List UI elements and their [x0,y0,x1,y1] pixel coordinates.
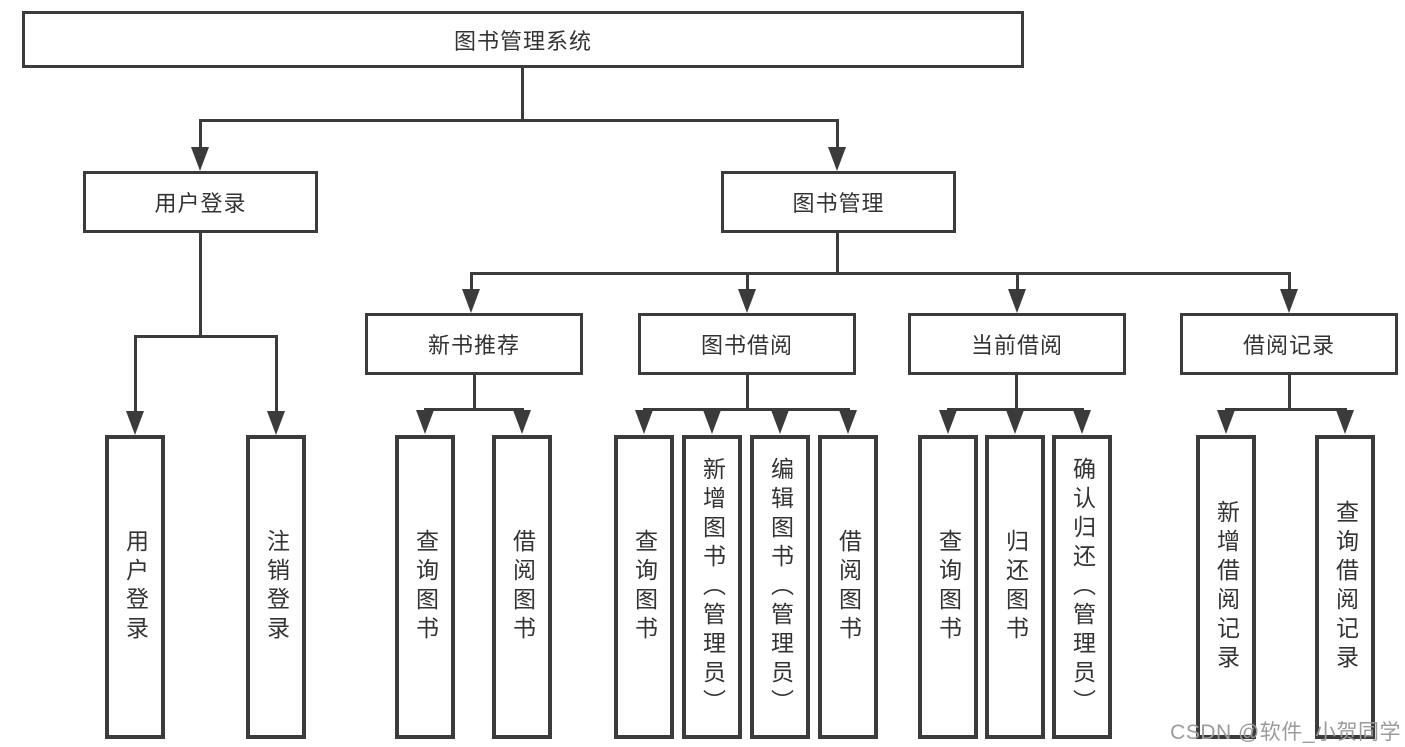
node-root: 图书管理系统 [22,11,1024,68]
connector-current-borrow-stem [1015,375,1018,409]
leaf-cb-confirm-return-admin: 确认归还（管理员） [1052,435,1112,739]
connector-drop-user-login [199,119,202,151]
leaf-label: 借阅图书 [835,529,862,645]
leaf-label: 查询图书 [935,529,962,645]
node-borrow-records: 借阅记录 [1180,313,1398,375]
connector-new-books-stem [473,375,476,409]
leaf-label: 用户登录 [122,529,149,645]
arrow-down-icon [1217,410,1235,434]
arrow-down-icon [771,410,789,434]
arrow-down-icon [1008,289,1026,313]
leaf-label: 查询图书 [631,529,658,645]
connector-root-branch [199,119,839,122]
connector-book-mgmt-branch [470,272,1291,275]
arrow-down-icon [828,147,846,171]
node-book-mgmt: 图书管理 [721,171,956,233]
leaf-bb-query-books: 查询图书 [614,435,674,739]
leaf-user-login: 用户登录 [105,435,165,739]
arrow-down-icon [267,411,285,435]
arrow-down-icon [462,289,480,313]
leaf-label: 查询图书 [412,529,439,645]
connector-drop-current-borrow [1016,272,1019,292]
arrow-down-icon [738,289,756,313]
arrow-down-icon [126,411,144,435]
leaf-label: 确认归还（管理员） [1069,456,1096,718]
connector-borrow-records-stem [1288,375,1291,409]
node-book-borrow: 图书借阅 [638,313,856,375]
connector-new-books-branch [424,408,524,411]
arrow-down-icon [1006,410,1024,434]
arrow-down-icon [839,410,857,434]
connector-drop-borrow-records [1288,272,1291,292]
arrow-down-icon [939,410,957,434]
connector-book-borrow-stem [746,375,749,409]
connector-borrow-records-branch [1225,408,1347,411]
connector-drop-new-books [470,272,473,292]
leaf-nb-query-books: 查询图书 [395,435,455,739]
leaf-label: 注销登录 [263,529,290,645]
connector-current-borrow-branch [947,408,1084,411]
arrow-down-icon [703,410,721,434]
arrow-down-icon [1336,410,1354,434]
leaf-bb-borrow-books: 借阅图书 [818,435,878,739]
connector-drop-book-borrow [746,272,749,292]
csdn-watermark: CSDN @软件_小贺同学 [1170,721,1401,744]
connector-user-login-stem [199,233,202,336]
arrow-down-icon [416,410,434,434]
leaf-logout: 注销登录 [246,435,306,739]
leaf-label: 新增图书（管理员） [699,456,726,718]
leaf-cb-return-books: 归还图书 [985,435,1045,739]
leaf-nb-borrow-books: 借阅图书 [492,435,552,739]
leaf-br-query-record: 查询借阅记录 [1315,435,1375,739]
leaf-bb-add-books-admin: 新增图书（管理员） [682,435,742,739]
arrow-down-icon [1280,289,1298,313]
node-new-books: 新书推荐 [365,313,583,375]
connector-root-stem [521,68,524,120]
connector-book-mgmt-stem [836,233,839,273]
connector-drop-book-mgmt [836,119,839,151]
arrow-down-icon [635,410,653,434]
node-current-borrow: 当前借阅 [908,313,1126,375]
arrow-down-icon [1073,410,1091,434]
connector-book-borrow-branch [643,408,850,411]
leaf-label: 新增借阅记录 [1213,500,1240,674]
leaf-bb-edit-books-admin: 编辑图书（管理员） [750,435,810,739]
connector-user-login-branch [134,335,278,338]
leaf-br-add-record: 新增借阅记录 [1196,435,1256,739]
arrow-down-icon [191,147,209,171]
leaf-label: 借阅图书 [509,529,536,645]
leaf-label: 归还图书 [1002,529,1029,645]
leaf-label: 查询借阅记录 [1332,500,1359,674]
arrow-down-icon [513,410,531,434]
leaf-cb-query-books: 查询图书 [918,435,978,739]
leaf-label: 编辑图书（管理员） [767,456,794,718]
connector-drop-ul-login [134,335,137,413]
connector-drop-ul-logout [275,335,278,413]
node-user-login: 用户登录 [83,171,318,233]
